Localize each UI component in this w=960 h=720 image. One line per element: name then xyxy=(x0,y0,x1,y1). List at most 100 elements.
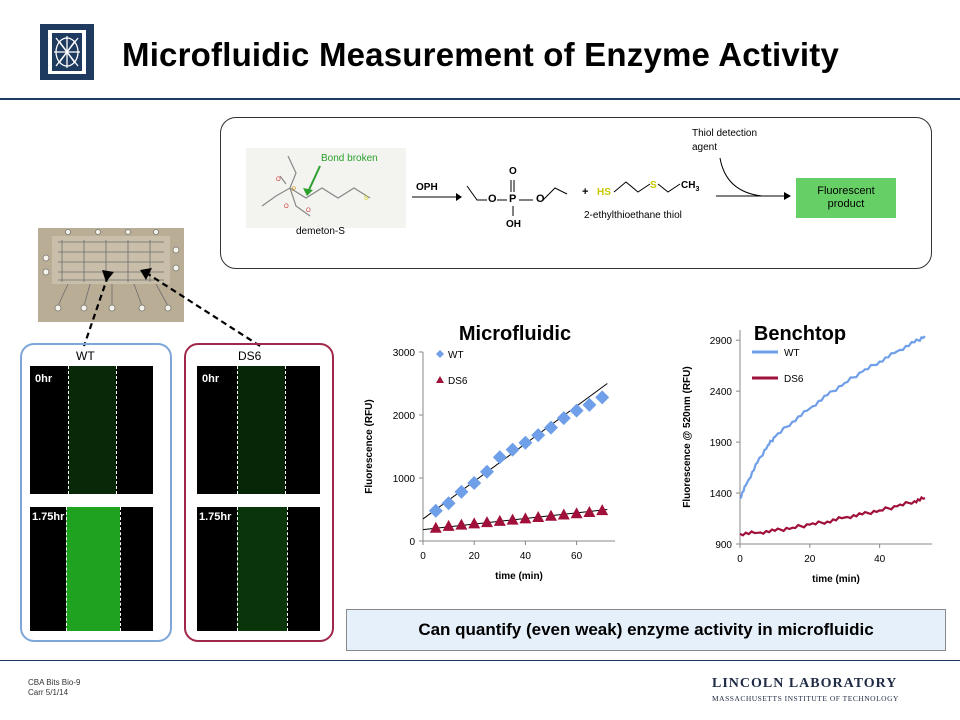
pointer-arrows xyxy=(82,268,261,347)
atom-p: P xyxy=(509,193,517,205)
wt-micrograph-0hr: 0hr xyxy=(30,366,153,494)
reaction-arrow-2 xyxy=(716,157,791,200)
lincoln-logo-line2: MASSACHUSETTS INSTITUTE OF TECHNOLOGY xyxy=(712,694,899,703)
y-tick-label: 2900 xyxy=(710,336,733,347)
s-label: S xyxy=(650,180,657,191)
data-point xyxy=(441,496,456,511)
product-box: Fluorescent product xyxy=(796,178,896,218)
ch3-subscript: 3 xyxy=(695,186,700,193)
hs-label: HS xyxy=(597,187,611,198)
atom-o-left: O xyxy=(488,193,497,205)
data-point xyxy=(583,506,596,518)
x-tick-label: 0 xyxy=(737,554,743,565)
series-line xyxy=(739,335,926,500)
data-point xyxy=(429,521,442,533)
legend-label: WT xyxy=(448,350,464,361)
x-tick-label: 20 xyxy=(469,551,481,562)
bond-broken-label: Bond broken xyxy=(321,153,378,164)
slide-title: Microfluidic Measurement of Enzyme Activ… xyxy=(122,36,840,73)
data-point xyxy=(557,508,570,520)
svg-text:O: O xyxy=(276,177,281,183)
ds6-micrograph-0hr: 0hr xyxy=(197,366,320,494)
data-point xyxy=(428,503,443,518)
data-point xyxy=(556,411,571,426)
time-label-175hr: 1.75hr xyxy=(199,511,232,523)
demeton-label: demeton-S xyxy=(296,226,345,237)
y-tick-label: 1400 xyxy=(710,489,733,500)
data-point xyxy=(545,509,557,521)
data-point xyxy=(519,512,532,524)
data-point xyxy=(468,517,481,529)
oph-label: OPH xyxy=(416,182,438,193)
y-tick-label: 0 xyxy=(409,537,415,548)
data-point xyxy=(493,514,506,526)
chart-title: Microfluidic xyxy=(459,323,571,345)
legend-label: WT xyxy=(784,348,800,359)
data-point xyxy=(518,435,533,450)
phosphate-bonds xyxy=(466,180,568,216)
x-tick-label: 20 xyxy=(804,554,816,565)
reaction-arrow-1 xyxy=(412,193,462,201)
x-tick-label: 0 xyxy=(420,551,426,562)
footer-line2: Carr 5/1/14 xyxy=(28,688,69,697)
ds6-panel-label: DS6 xyxy=(238,349,262,363)
thiol-agent-line2: agent xyxy=(692,142,718,153)
y-tick-label: 2400 xyxy=(710,387,733,398)
ds6-panel xyxy=(184,343,334,642)
svg-text:O: O xyxy=(284,204,289,210)
x-axis-label: time (min) xyxy=(495,571,543,582)
wt-panel xyxy=(20,343,172,642)
legend-label: DS6 xyxy=(784,374,804,385)
atom-oh: OH xyxy=(506,219,521,230)
series-line xyxy=(739,495,926,537)
data-point xyxy=(582,397,597,412)
data-point xyxy=(506,513,519,525)
time-label-0hr: 0hr xyxy=(202,373,220,385)
atom-o-right: O xyxy=(536,193,545,205)
y-tick-label: 900 xyxy=(715,540,732,551)
data-point xyxy=(531,428,546,443)
data-point xyxy=(455,518,468,530)
y-axis-label: Fluorescence (RFU) xyxy=(364,399,375,493)
data-point xyxy=(595,390,610,405)
ds6-micrograph-175hr: 1.75hr xyxy=(197,507,320,631)
y-tick-label: 1000 xyxy=(393,474,416,485)
y-axis-label: Fluorescence @ 520nm (RFU) xyxy=(682,366,693,507)
data-point xyxy=(532,511,545,523)
thiol-bonds xyxy=(613,181,681,193)
legend-marker xyxy=(436,350,444,358)
x-tick-label: 60 xyxy=(571,551,583,562)
conclusion-text: Can quantify (even weak) enzyme activity… xyxy=(418,620,874,639)
header-divider xyxy=(0,98,960,100)
wt-micrograph-175hr: 1.75hr xyxy=(30,507,153,631)
data-point xyxy=(480,464,494,479)
thiol-name: 2-ethylthioethane thiol xyxy=(584,210,682,221)
data-point xyxy=(467,476,482,491)
chart-title: Benchtop xyxy=(754,323,846,345)
svg-text:S: S xyxy=(364,196,368,202)
ch3-text: CH xyxy=(681,180,696,191)
legend-marker xyxy=(436,376,444,383)
atom-o-top: O xyxy=(509,166,517,177)
data-point xyxy=(570,507,583,519)
data-point xyxy=(454,484,469,499)
ch3-label: CH3 xyxy=(681,180,699,193)
demeton-structure: O P O O S xyxy=(246,148,406,228)
wt-panel-label: WT xyxy=(76,349,95,363)
data-point xyxy=(596,504,609,516)
footer-line1: CBA Bits Bio-9 xyxy=(28,678,81,687)
x-tick-label: 40 xyxy=(520,551,532,562)
legend-label: DS6 xyxy=(448,376,468,387)
conclusion-box: Can quantify (even weak) enzyme activity… xyxy=(346,609,946,651)
data-point xyxy=(492,450,507,465)
data-point xyxy=(481,516,493,528)
data-point xyxy=(569,403,584,418)
time-label-175hr: 1.75hr xyxy=(32,511,65,523)
mit-logo-icon xyxy=(40,24,94,80)
data-point xyxy=(505,442,520,457)
svg-text:O: O xyxy=(306,208,311,214)
y-tick-label: 2000 xyxy=(393,411,416,422)
product-label: Fluorescent product xyxy=(817,185,875,210)
